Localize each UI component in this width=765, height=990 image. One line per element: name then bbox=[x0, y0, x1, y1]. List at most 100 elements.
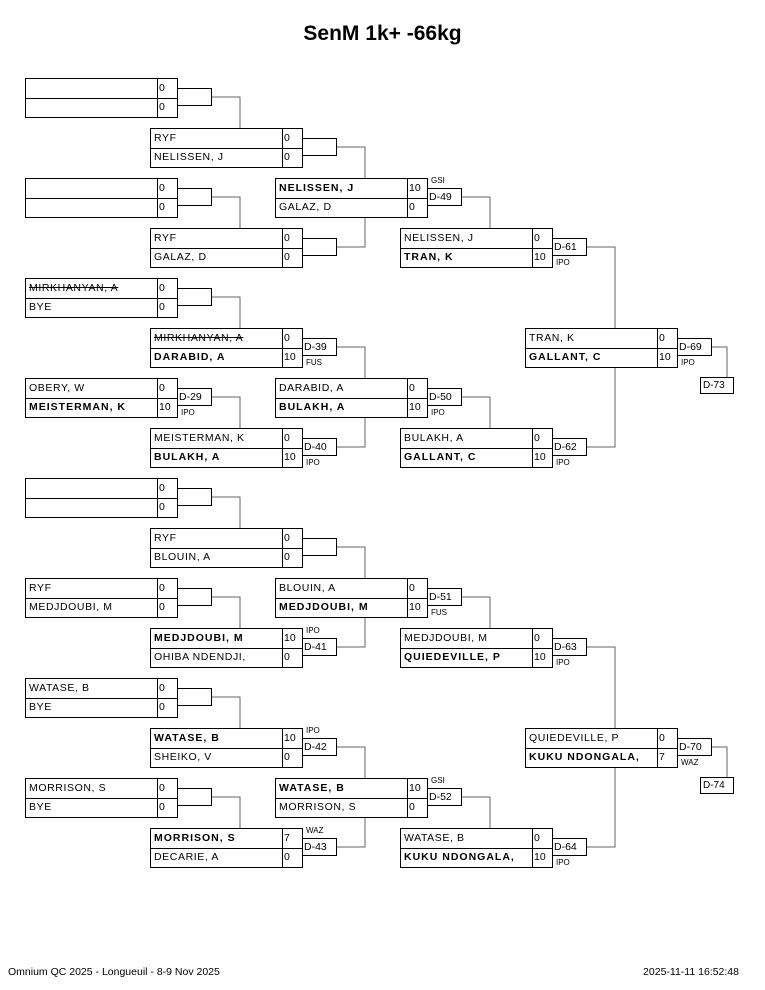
match-number-tag bbox=[178, 88, 212, 106]
competitor-score: 0 bbox=[157, 798, 178, 818]
competitor-score: 0 bbox=[157, 779, 178, 798]
competitor-score: 0 bbox=[282, 329, 303, 348]
competitor-score: 0 bbox=[157, 198, 178, 218]
competitor-row[interactable]: 0 bbox=[26, 79, 177, 99]
competitor-row[interactable]: 0 bbox=[26, 479, 177, 499]
competitor-name: MEISTERMAN, K bbox=[154, 432, 245, 444]
competitor-score: 0 bbox=[532, 829, 553, 848]
competitor-row[interactable]: 0 bbox=[26, 198, 177, 218]
competitor-score: 10 bbox=[157, 398, 178, 418]
competitor-name: OHIBA NDENDJI, bbox=[154, 651, 246, 663]
competitor-score: 10 bbox=[532, 448, 553, 468]
competitor-row[interactable]: 0 bbox=[26, 498, 177, 518]
competitor-score: 10 bbox=[407, 598, 428, 618]
competitor-score: 10 bbox=[407, 179, 428, 198]
competitor-score: 10 bbox=[532, 848, 553, 868]
competitor-score: 0 bbox=[157, 279, 178, 298]
connector-line bbox=[337, 746, 366, 778]
competitor-row[interactable]: OHIBA NDENDJI,0 bbox=[151, 648, 302, 668]
competitor-name: SHEIKO, V bbox=[154, 751, 212, 763]
competitor-row[interactable]: 0 bbox=[26, 98, 177, 118]
match-number-tag: D-49 bbox=[428, 188, 462, 206]
competitor-row[interactable]: 0 bbox=[26, 179, 177, 199]
final-match-tag: D-73 bbox=[700, 377, 734, 394]
competitor-row[interactable]: KUKU NDONGALA,10 bbox=[401, 848, 552, 868]
match-number-tag bbox=[178, 288, 212, 306]
competitor-score: 0 bbox=[282, 529, 303, 548]
competitor-row[interactable]: KUKU NDONGALA,7 bbox=[526, 748, 677, 768]
connector-line bbox=[462, 596, 491, 628]
competitor-name: GALAZ, D bbox=[154, 251, 207, 263]
